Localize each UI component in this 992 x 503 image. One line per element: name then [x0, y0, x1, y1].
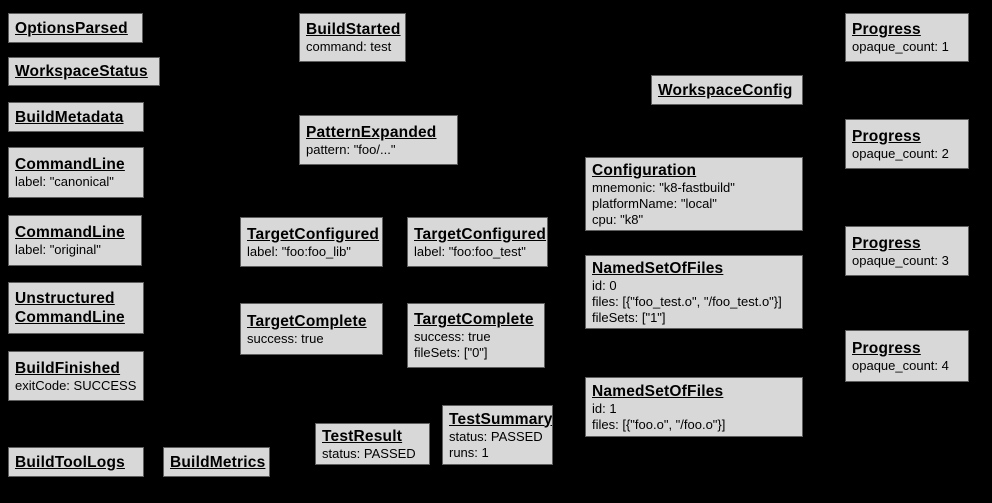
event-node-title: Configuration [592, 161, 697, 179]
event-node-field: opaque_count: 3 [852, 252, 949, 268]
event-node-title: CommandLine [15, 156, 125, 173]
event-node-field: fileSets: ["0"] [414, 345, 488, 360]
event-node-title: TargetConfigured [247, 225, 380, 243]
event-node-field: runs: 1 [449, 444, 489, 460]
event-node-title: TargetComplete [414, 311, 534, 328]
event-node-title: NamedSetOfFiles [592, 382, 724, 400]
event-node-field: label: "foo:foo_lib" [247, 243, 351, 259]
event-node-options-parsed: OptionsParsed [8, 13, 143, 43]
event-node-title: CommandLine [15, 224, 125, 241]
event-node-title: OptionsParsed [15, 19, 128, 37]
event-node-title: BuildMetadata [15, 108, 124, 126]
event-node-title: BuildStarted [306, 21, 401, 38]
event-node-title: BuildFinished [15, 359, 121, 377]
event-node-field: files: [{"foo_test.o", "/foo_test.o"}] [592, 293, 782, 309]
event-node-field: status: PASSED [449, 428, 543, 444]
event-node-build-tool-logs: BuildToolLogs [8, 447, 144, 477]
event-node-field: id: 1 [592, 400, 617, 416]
event-node-title: Unstructured [15, 290, 115, 307]
event-node-field: files: [{"foo.o", "/foo.o"}] [592, 416, 726, 432]
event-node-field: success: true [247, 330, 324, 346]
event-node-workspace-status: WorkspaceStatus [8, 57, 160, 86]
event-node-field: mnemonic: "k8-fastbuild" [592, 179, 735, 195]
event-node-build-metrics: BuildMetrics [163, 447, 270, 477]
event-node-build-metadata: BuildMetadata [8, 102, 144, 132]
event-node-title: WorkspaceConfig [658, 81, 793, 99]
event-node-title: TargetConfigured [414, 225, 547, 243]
event-node-title: WorkspaceStatus [15, 63, 148, 80]
event-node-title: Progress [852, 234, 921, 252]
event-node-field: label: "original" [15, 242, 101, 257]
event-node-title: TargetComplete [247, 312, 367, 330]
event-node-field: opaque_count: 1 [852, 39, 949, 54]
event-node-title: BuildMetrics [170, 453, 266, 471]
event-node-title: Progress [852, 127, 921, 145]
event-node-field: label: "canonical" [15, 174, 114, 189]
event-node-field: fileSets: ["1"] [592, 309, 666, 325]
event-node-field: exitCode: SUCCESS [15, 377, 137, 393]
event-node-title: TestResult [322, 427, 403, 445]
event-node-field: platformName: "local" [592, 195, 717, 211]
event-node-field: pattern: "foo/..." [306, 141, 396, 157]
event-node-title: PatternExpanded [306, 123, 437, 141]
event-node-field: id: 0 [592, 277, 617, 293]
event-node-title: CommandLine [15, 309, 125, 326]
event-node-title: NamedSetOfFiles [592, 259, 724, 277]
event-node-field: label: "foo:foo_test" [414, 243, 526, 259]
event-node-field: opaque_count: 2 [852, 145, 949, 161]
event-node-title: Progress [852, 21, 921, 38]
event-node-field: command: test [306, 39, 392, 54]
event-node-title: Progress [852, 339, 921, 357]
event-node-field: cpu: "k8" [592, 211, 644, 227]
event-node-field: success: true [414, 329, 491, 344]
event-node-title: TestSummary [449, 410, 553, 428]
event-node-field: opaque_count: 4 [852, 357, 949, 373]
event-node-title: BuildToolLogs [15, 453, 125, 471]
event-node-field: status: PASSED [322, 445, 416, 461]
event-node-workspace-config: WorkspaceConfig [651, 75, 803, 105]
